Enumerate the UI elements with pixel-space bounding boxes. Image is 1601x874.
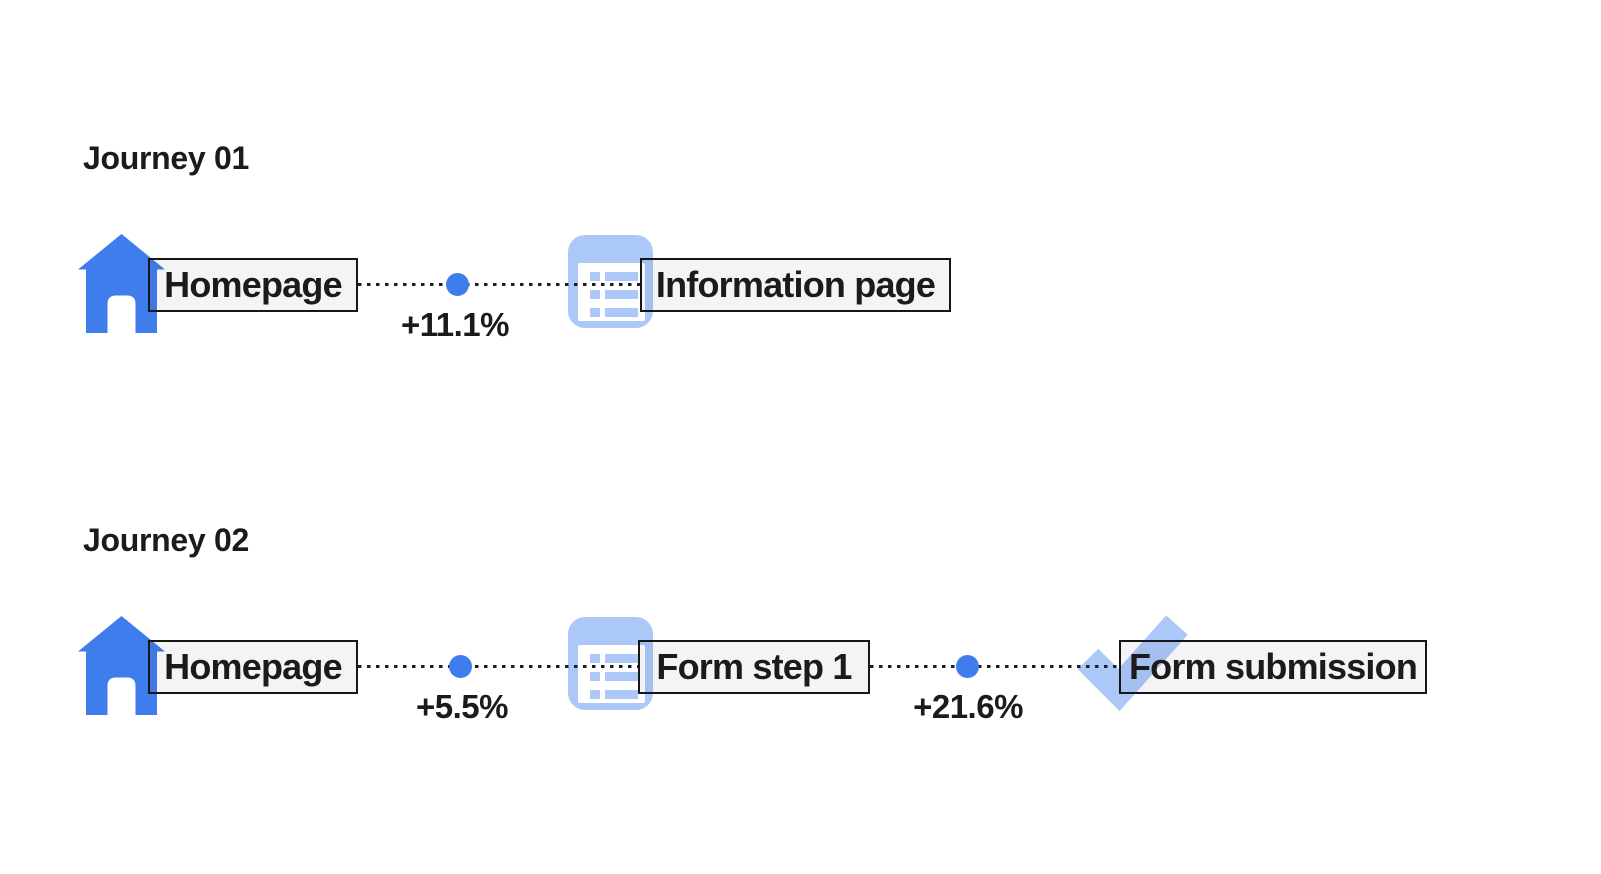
connector-dotted-line: [358, 665, 638, 668]
conversion-delta: +11.1%: [400, 306, 510, 343]
connector-dotted-line: [870, 665, 1119, 668]
node-box-form-step-1: Form step 1: [638, 640, 870, 694]
conversion-delta: +21.6%: [913, 688, 1023, 725]
node-label: Form step 1: [656, 646, 852, 687]
conversion-dot: [956, 655, 979, 678]
conversion-dot: [446, 273, 469, 296]
node-box-information-page: Information page: [640, 258, 951, 312]
node-label: Form submission: [1128, 646, 1418, 687]
node-label: Homepage: [164, 264, 342, 305]
conversion-delta: +5.5%: [416, 688, 509, 725]
node-label: Homepage: [164, 646, 342, 687]
node-label: Information page: [655, 264, 936, 305]
conversion-dot: [449, 655, 472, 678]
information-page-icon: [568, 235, 653, 328]
journey-02-title: Journey 02: [83, 522, 249, 558]
home-icon: [78, 234, 165, 333]
connector-dotted-line: [358, 283, 640, 286]
node-box-homepage: Homepage: [148, 640, 358, 694]
node-box-homepage: Homepage: [148, 258, 358, 312]
form-page-icon: [568, 617, 653, 710]
node-box-form-submission: Form submission: [1119, 640, 1427, 694]
journey-01-title: Journey 01: [83, 140, 249, 176]
home-icon: [78, 616, 165, 715]
